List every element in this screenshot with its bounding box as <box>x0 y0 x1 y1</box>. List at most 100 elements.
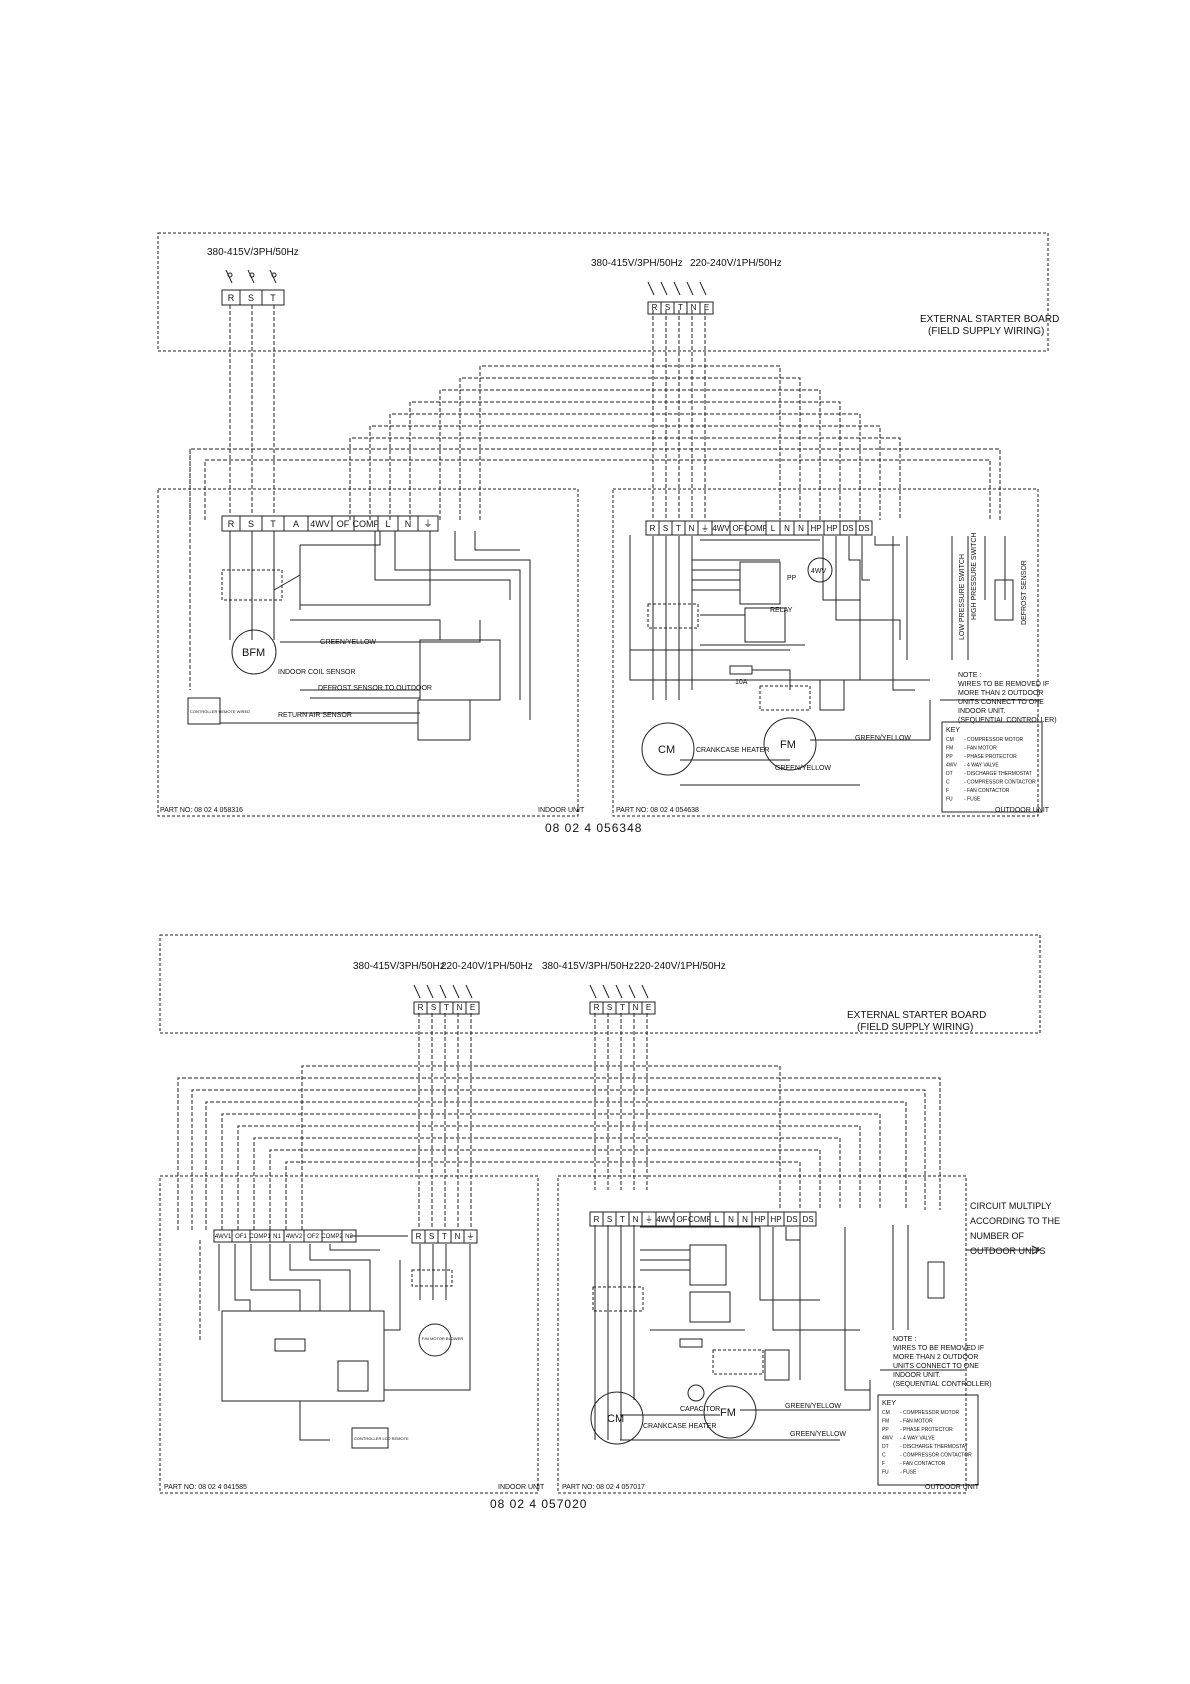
terminal-label: R <box>416 1232 422 1241</box>
key-code: C <box>882 1453 886 1459</box>
key-desc: - FUSE <box>964 797 981 803</box>
defrost-sensor-element-2 <box>927 1261 945 1299</box>
terminal-label: DS <box>802 1215 813 1224</box>
terminal-label: T <box>620 1215 625 1224</box>
key-desc: - DISCHARGE THERMOSTAT <box>964 771 1032 777</box>
outdoor-unit-box <box>612 488 1039 817</box>
indoor-pcb <box>419 639 501 701</box>
terminal-label: 4WV1 <box>215 1234 232 1240</box>
terminal-label: L <box>385 519 390 529</box>
terminal-box <box>465 1001 480 1015</box>
key-code: C <box>946 780 950 786</box>
green-yellow-label-2b: GREEN/YELLOW <box>790 1431 846 1438</box>
indoor-unit-label-2: INDOOR UNIT <box>498 1484 545 1491</box>
terminal-label: OF1 <box>235 1234 247 1240</box>
terminal-box <box>855 520 873 536</box>
terminal-label: T <box>270 293 276 303</box>
key-desc: - FAN CONTACTOR <box>900 1461 946 1467</box>
key-desc: - 4 WAY VALVE <box>964 763 999 769</box>
terminal-label: DS <box>858 524 869 533</box>
key-desc: - PHASE PROTECTOR <box>900 1427 953 1433</box>
terminal-label: T <box>270 519 276 529</box>
outdoor-unit-label-2: OUTDOOR UNIT <box>925 1484 980 1491</box>
terminal-label: R <box>594 1003 600 1012</box>
part-no-indoor-2: PART NO: 08 02 4 041585 <box>164 1484 247 1491</box>
green-yellow-label-2a: GREEN/YELLOW <box>785 1403 841 1410</box>
fm-motor: FM <box>763 717 817 771</box>
terminal-label: S <box>429 1232 434 1241</box>
key-code: 4WV <box>946 763 958 769</box>
terminal-label: R <box>228 293 235 303</box>
green-yellow-label-fm: GREEN/YELLOW <box>855 735 911 742</box>
circuit-note-line: NUMBER OF <box>970 1231 1025 1241</box>
capacitor: CAPACITOR <box>680 1384 720 1413</box>
terminal-label: N <box>633 1003 639 1012</box>
relay <box>744 607 786 643</box>
terminal-label: N <box>455 1232 461 1241</box>
terminal-label: N <box>728 1215 734 1224</box>
diagram-1: 380-415V/3PH/50Hz 380-415V/3PH/50Hz 220-… <box>157 232 1059 835</box>
starter-board-line1: EXTERNAL STARTER BOARD <box>920 314 1059 325</box>
terminal-label: T <box>676 524 681 533</box>
terminal-label: S <box>431 1003 436 1012</box>
4wv-label: 4WV <box>811 568 827 575</box>
pp-label: PP <box>787 575 797 582</box>
terminal-label: COMP1 <box>249 1234 271 1240</box>
defrost-sensor-label: DEFROST SENSOR TO OUTDOOR <box>318 685 432 692</box>
key-desc: - FAN CONTACTOR <box>964 788 1010 794</box>
starter-board-2-line1: EXTERNAL STARTER BOARD <box>847 1010 986 1021</box>
indoor-unit-box <box>157 488 579 817</box>
terminal-label: ⏚ <box>701 524 709 533</box>
external-starter-board-box-2 <box>159 934 1041 1034</box>
indoor-supply-switches <box>225 269 277 284</box>
outdoor-supply-switches <box>647 281 707 296</box>
cm-label: CM <box>658 744 675 756</box>
key-code: CM <box>882 1410 890 1416</box>
key-desc: - FAN MOTOR <box>900 1419 933 1425</box>
terminal-label: 4WV <box>310 519 330 529</box>
terminal-label: N <box>689 524 695 533</box>
key-box <box>877 1394 979 1486</box>
drawing-number-2: 08 02 4 057020 <box>490 1497 587 1511</box>
fm-label-2: FM <box>720 1407 736 1419</box>
terminal-box <box>699 301 714 315</box>
terminal-label: COMP2 <box>321 1234 343 1240</box>
terminal-label: R <box>418 1003 424 1012</box>
circuit-note-line: OUTDOOR UNITS <box>970 1246 1046 1256</box>
terminal-label: OF <box>337 519 350 529</box>
controller-lcd-label: CONTROLLER LCD REMOTE <box>354 1436 409 1441</box>
key-desc: - COMPRESSOR MOTOR <box>900 1410 959 1416</box>
key-title: KEY <box>882 1400 896 1407</box>
controller-lcd-box <box>351 1427 389 1449</box>
terminal-label: N <box>633 1215 639 1224</box>
terminal-label: ⏚ <box>423 519 432 529</box>
phase-protector <box>739 561 781 605</box>
terminal-label: ⏚ <box>467 1232 475 1241</box>
note-line: INDOOR UNIT. <box>958 708 1006 715</box>
key-title: KEY <box>946 727 960 734</box>
outdoor-supply-label-a: 380-415V/3PH/50Hz <box>591 258 683 269</box>
terminal-label: N <box>405 519 412 529</box>
terminal-label: S <box>248 293 254 303</box>
terminal-label: DS <box>786 1215 797 1224</box>
terminal-label: HP <box>826 524 837 533</box>
part-no-indoor: PART NO: 08 02 4 058316 <box>160 807 243 814</box>
terminal-box <box>463 1229 478 1244</box>
outdoor-supply-label-b: 220-240V/1PH/50Hz <box>690 258 782 269</box>
terminal-label: T <box>678 303 683 312</box>
key-desc: - COMPRESSOR MOTOR <box>964 737 1023 743</box>
supply-drop-lines-2 <box>418 1013 648 1228</box>
outdoor-internal-wiring-2 <box>592 1225 965 1441</box>
terminal-label: T <box>620 1003 625 1012</box>
drawing-number-1: 08 02 4 056348 <box>545 821 642 835</box>
note-line: NOTE : <box>958 672 981 679</box>
starter-board-2-line2: (FIELD SUPPLY WIRING) <box>857 1022 973 1033</box>
